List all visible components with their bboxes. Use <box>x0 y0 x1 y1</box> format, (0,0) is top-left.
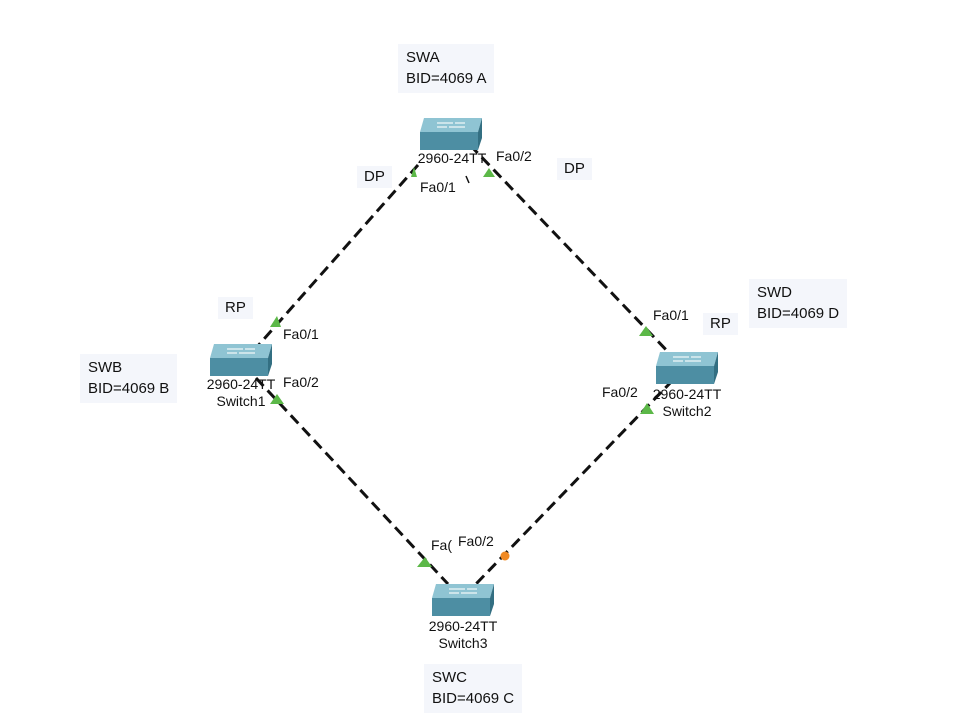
note-swa[interactable]: SWA BID=4069 A <box>398 44 495 93</box>
port-light-swa-fa01 <box>411 167 417 177</box>
port-lights <box>270 167 654 567</box>
switch-icon-right[interactable] <box>656 352 718 384</box>
note-swb-bid: BID=4069 B <box>88 380 170 397</box>
link-tick-mark <box>465 175 470 184</box>
port-light-swd-fa01 <box>639 326 653 336</box>
device-model-right: 2960-24TT <box>652 386 722 402</box>
port-label-left-fa02: Fa0/2 <box>283 374 319 390</box>
tag-dp-left[interactable]: DP <box>357 166 392 188</box>
device-label-right: 2960-24TT Switch2 <box>653 386 721 420</box>
switch-arrows-icon <box>437 122 465 128</box>
port-label-bottom-fa01: Fa( <box>431 537 452 553</box>
switch-icon-bottom[interactable] <box>432 584 494 616</box>
port-label-left-fa01: Fa0/1 <box>283 326 319 342</box>
device-model-bottom: 2960-24TT <box>428 618 498 634</box>
link-swa-swb[interactable] <box>254 164 420 349</box>
device-name-right: Switch2 <box>662 403 712 419</box>
port-label-right-fa02: Fa0/2 <box>602 384 638 400</box>
note-swb[interactable]: SWB BID=4069 B <box>80 354 178 403</box>
note-swb-name: SWB <box>88 359 123 376</box>
link-swd-swc[interactable] <box>473 378 675 587</box>
port-label-bottom-fa02: Fa0/2 <box>458 533 494 549</box>
port-label-right-fa01: Fa0/1 <box>653 307 689 323</box>
note-swd[interactable]: SWD BID=4069 D <box>749 279 848 328</box>
port-light-swb-fa02 <box>270 394 284 404</box>
note-swd-bid: BID=4069 D <box>757 305 840 322</box>
device-label-top: 2960-24TT <box>418 150 486 167</box>
note-swc-name: SWC <box>432 669 467 686</box>
links <box>254 143 675 587</box>
note-swc-bid: BID=4069 C <box>432 690 515 707</box>
port-label-top-fa01: Fa0/1 <box>420 179 456 195</box>
port-light-swa-fa02 <box>483 168 495 177</box>
tag-dp-right[interactable]: DP <box>557 158 592 180</box>
device-model-left: 2960-24TT <box>206 376 276 392</box>
note-swa-name: SWA <box>406 49 440 66</box>
port-light-swb-fa01 <box>270 316 281 327</box>
device-label-bottom: 2960-24TT Switch3 <box>429 618 497 652</box>
port-label-top-fa02: Fa0/2 <box>496 148 532 164</box>
switch-arrows-icon <box>449 588 477 594</box>
link-swa-swd[interactable] <box>468 143 675 359</box>
device-label-left: 2960-24TT Switch1 <box>207 376 275 410</box>
note-swa-bid: BID=4069 A <box>406 70 487 87</box>
tag-rp-right[interactable]: RP <box>703 313 738 335</box>
switch-icon-top[interactable] <box>420 118 482 150</box>
note-swc[interactable]: SWC BID=4069 C <box>424 664 523 713</box>
device-model-top: 2960-24TT <box>417 150 487 166</box>
link-swb-swc[interactable] <box>254 376 450 586</box>
port-light-swc-fa01 <box>417 557 432 567</box>
switch-arrows-icon <box>673 356 701 362</box>
port-light-swd-fa02 <box>640 403 654 414</box>
note-swd-name: SWD <box>757 284 792 301</box>
device-name-bottom: Switch3 <box>438 635 488 651</box>
switch-arrows-icon <box>227 348 255 354</box>
device-name-left: Switch1 <box>216 393 266 409</box>
switch-icon-left[interactable] <box>210 344 272 376</box>
tag-rp-left[interactable]: RP <box>218 297 253 319</box>
port-light-swc-fa02-blocked <box>500 551 510 561</box>
